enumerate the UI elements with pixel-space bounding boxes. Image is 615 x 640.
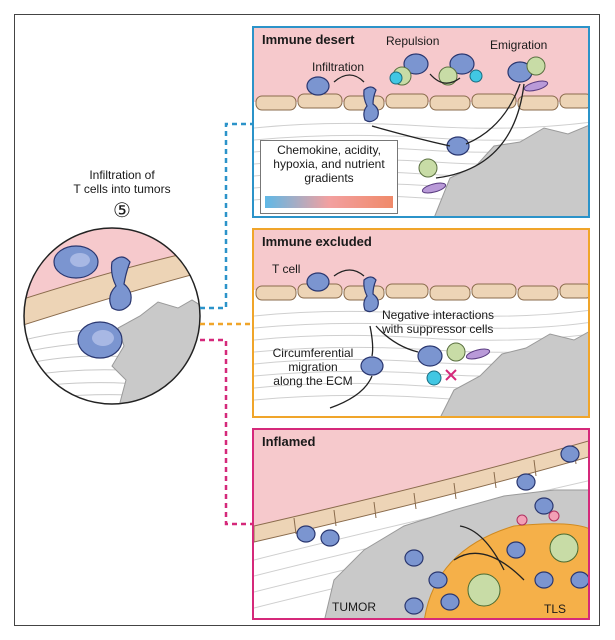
label-neg1: Negative interactions <box>382 308 495 322</box>
inflamed-title: Inflamed <box>262 434 316 449</box>
gradient-bar <box>265 196 393 208</box>
legend-line2: hypoxia, and nutrient <box>273 157 385 171</box>
caption-line1: Infiltration of <box>89 168 155 182</box>
label-repulsion: Repulsion <box>386 34 440 48</box>
label-neg2: with suppressor cells <box>382 322 494 336</box>
label-emigration: Emigration <box>490 38 548 52</box>
gradient-legend: Chemokine, acidity, hypoxia, and nutrien… <box>260 140 398 214</box>
excluded-illustration <box>254 230 588 416</box>
label-infiltration: Infiltration <box>312 60 365 74</box>
legend-line1: Chemokine, acidity, <box>277 143 381 157</box>
negative-interactions-label: Negative interactions with suppressor ce… <box>382 308 494 336</box>
step-number: ⑤ <box>113 200 131 222</box>
legend-line3: gradients <box>304 171 354 185</box>
label-tumor: TUMOR <box>332 600 376 614</box>
label-circ3: along the ECM <box>273 374 353 388</box>
label-tls: TLS <box>544 602 567 616</box>
panel-immune-excluded: Immune excluded T cell Negative interact… <box>252 228 590 418</box>
desert-illustration <box>254 28 588 216</box>
circumferential-label: Circumferential migration along the ECM <box>260 346 366 388</box>
label-circ2: migration <box>288 360 338 374</box>
excluded-title: Immune excluded <box>262 234 372 249</box>
panel-immune-desert: Immune desert Repulsion Emigration Infil… <box>252 26 590 218</box>
inflamed-illustration <box>254 430 588 618</box>
desert-title: Immune desert <box>262 32 355 47</box>
caption-line2: T cells into tumors <box>73 182 171 196</box>
label-tcell: T cell <box>272 262 301 276</box>
panel-inflamed: Inflamed TUMOR TLS <box>252 428 590 620</box>
label-circ1: Circumferential <box>272 346 354 360</box>
